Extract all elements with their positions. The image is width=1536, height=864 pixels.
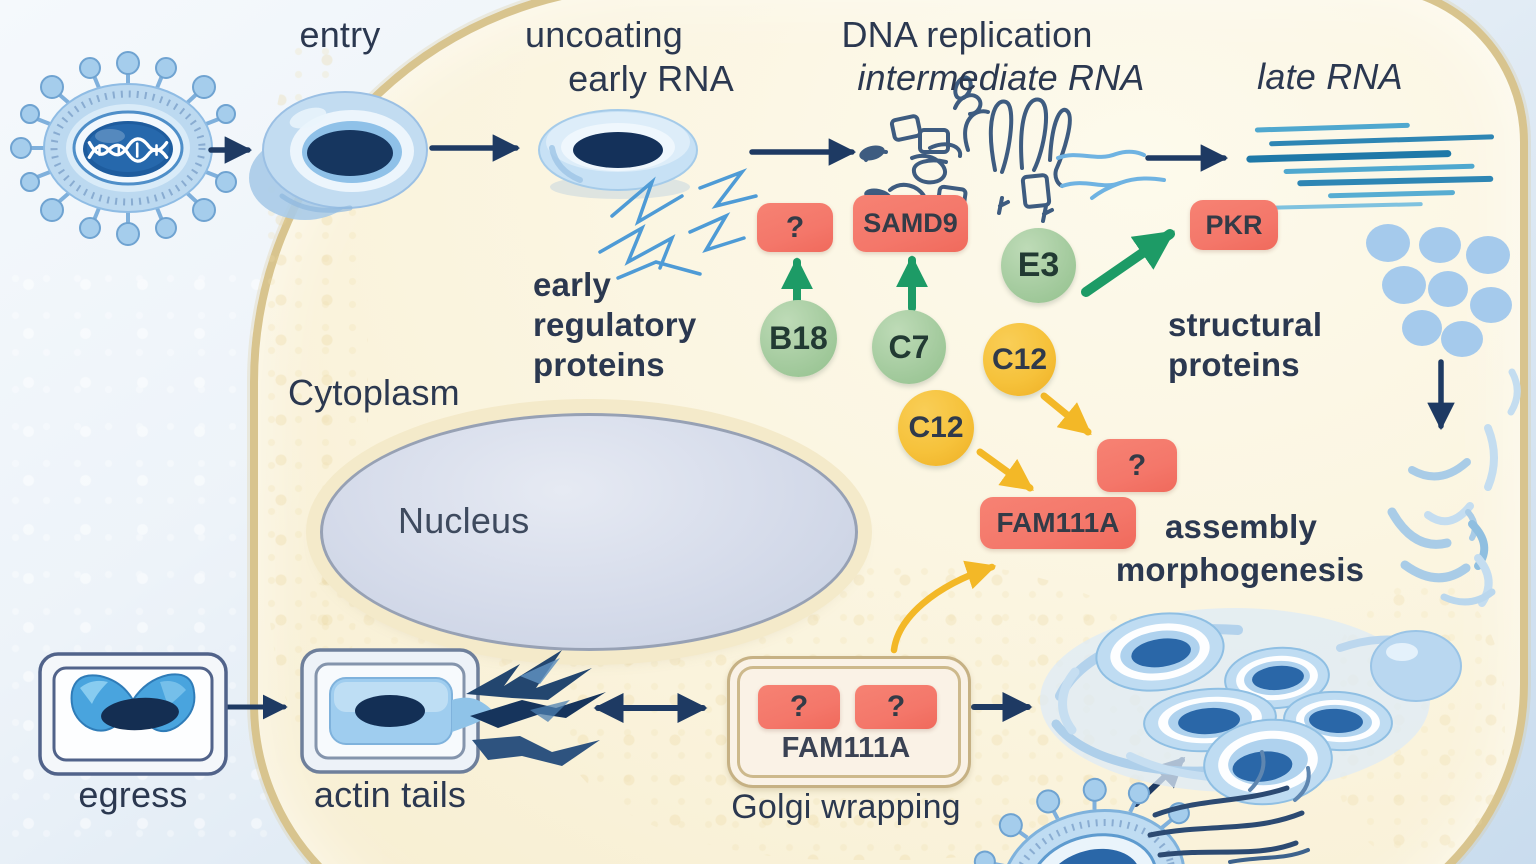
early-regulatory-proteins-label: regulatory	[533, 306, 697, 343]
structural-proteins-label: proteins	[1168, 346, 1300, 383]
viral-protein-c7: C7	[872, 310, 946, 384]
viral-protein-c12-upper: C12	[983, 323, 1056, 396]
host-factor-unknown-assembly: ?	[1097, 439, 1177, 492]
host-factor-pkr: PKR	[1190, 200, 1278, 250]
stage-label-early-rna: early RNA	[568, 58, 734, 99]
stage-label-dna-replication: DNA replication	[841, 14, 1093, 55]
host-factor-fam111a: FAM111A	[980, 497, 1136, 549]
stage-label-uncoating: uncoating	[525, 14, 683, 55]
early-regulatory-proteins-label: early	[533, 266, 612, 303]
golgi-fam111a-label: FAM111A	[781, 732, 911, 764]
stage-label-intermediate-rna: intermediate RNA	[857, 57, 1145, 98]
early-regulatory-proteins-label: proteins	[533, 346, 665, 383]
stage-label-late-rna: late RNA	[1257, 56, 1403, 97]
golgi-wrapping-label: Golgi wrapping	[731, 788, 961, 826]
virion-icon	[10, 51, 237, 246]
host-factor-unknown-early: ?	[757, 203, 833, 252]
golgi-slot-unknown-2: ?	[855, 685, 937, 729]
egress-label: egress	[78, 774, 188, 815]
viral-protein-c12-lower: C12	[898, 390, 974, 466]
morphogenesis-label: morphogenesis	[1115, 551, 1365, 588]
assembly-label: assembly	[1164, 508, 1318, 545]
nucleus	[320, 413, 858, 651]
viral-protein-e3: E3	[1001, 228, 1076, 303]
cytoplasm-texture	[1330, 580, 1505, 860]
stage-label-entry: entry	[299, 14, 381, 55]
cytoplasm-label: Cytoplasm	[288, 372, 460, 413]
structural-proteins-label: structural	[1168, 306, 1323, 343]
nucleus-label: Nucleus	[398, 500, 530, 541]
host-factor-samd9: SAMD9	[853, 195, 968, 252]
viral-protein-b18: B18	[760, 300, 837, 377]
dna-icon	[87, 137, 169, 163]
actin-tails-label: actin tails	[313, 774, 467, 815]
golgi-slot-unknown-1: ?	[758, 685, 840, 729]
